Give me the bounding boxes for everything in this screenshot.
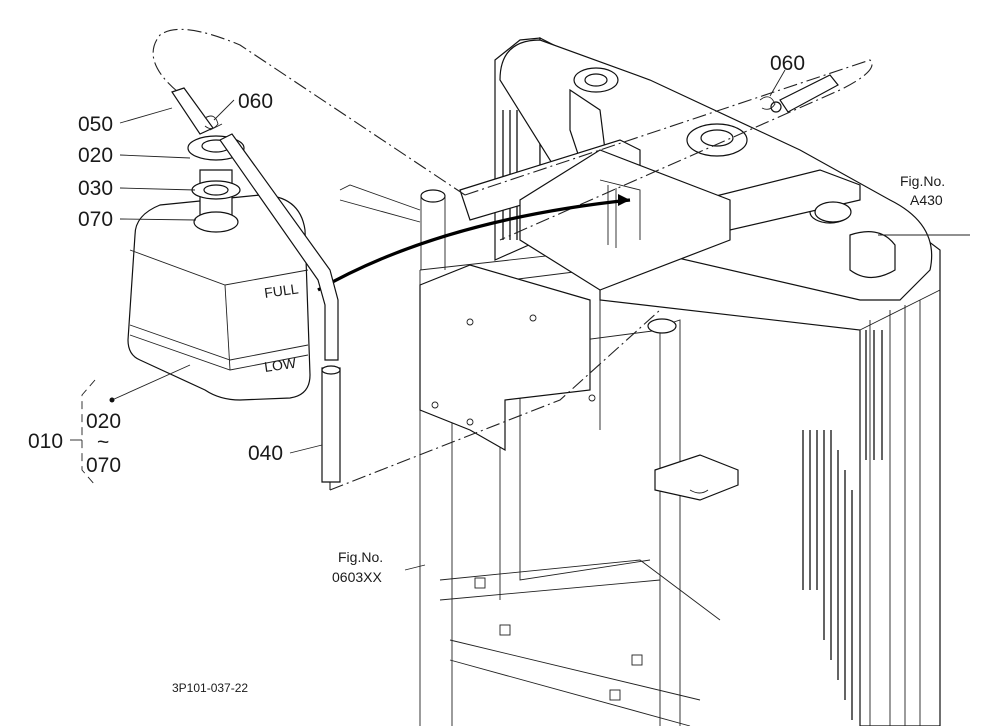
reserve-tank [127,135,311,401]
hose-clamps [204,96,776,131]
range-start-label: 020 [86,410,121,433]
tank-full-mark: FULL [263,280,299,301]
connection-arrow [618,194,630,206]
tank-low-mark: LOW [263,355,298,375]
range-end-label: 070 [86,454,121,477]
label-020: 020 [78,144,113,167]
label-050: 050 [78,113,113,136]
frame-structure [339,184,739,726]
range-tilde: ~ [97,431,109,454]
shroud-duct [459,139,861,291]
range-bracket [81,379,96,486]
label-060-left: 060 [238,90,273,113]
drawing-code: 3P101-037-22 [172,681,248,695]
ref-a430-line2: A430 [910,192,943,208]
label-010: 010 [28,430,63,453]
label-070: 070 [78,208,113,231]
connection-leader [317,198,631,292]
label-060-right: 060 [770,52,805,75]
ref-a430-line1: Fig.No. [900,173,945,189]
ref-0603-line1: Fig.No. [338,549,383,565]
hose-route-line [152,28,873,491]
overflow-hose [171,74,839,483]
label-040: 040 [248,442,283,465]
part-leaders [109,69,970,571]
ref-0603-line2: 0603XX [332,569,382,585]
label-030: 030 [78,177,113,200]
